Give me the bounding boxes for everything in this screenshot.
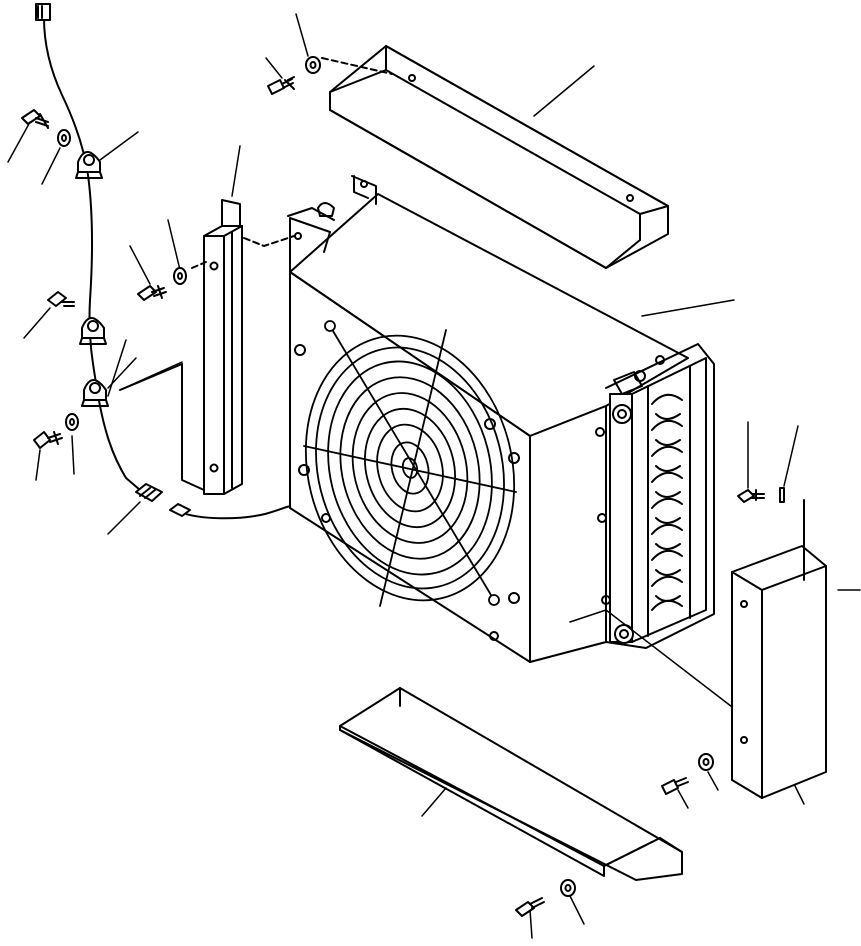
right-bracket <box>732 500 826 798</box>
connector-top <box>36 4 50 20</box>
left-bracket <box>120 200 242 494</box>
bolt-right-bracket <box>738 490 764 502</box>
bolt-left-bracket <box>138 286 166 300</box>
condenser-housing <box>288 176 688 662</box>
connector-fan <box>170 504 190 516</box>
bolt-bottom <box>516 898 544 916</box>
wire-clamp-1 <box>76 152 102 178</box>
condenser-coil <box>606 344 714 648</box>
leader-lines <box>8 14 860 938</box>
wire-clamp-3 <box>82 380 108 406</box>
washer-harness-3 <box>66 414 78 430</box>
wire-harness <box>44 18 295 518</box>
washer-top <box>306 57 392 74</box>
bolt-right-lower <box>662 778 688 794</box>
washer-bottom <box>561 880 575 896</box>
washer-right-lower <box>699 754 713 770</box>
connector-harness <box>136 484 162 501</box>
wire-clamp-2 <box>80 318 106 344</box>
washer-left-bracket <box>174 236 294 284</box>
bolt-harness-1 <box>22 110 48 128</box>
washer-harness-1 <box>58 130 70 146</box>
bottom-bracket <box>340 688 682 880</box>
washer-right-bracket <box>780 488 784 502</box>
coil-guide-line <box>570 610 736 710</box>
fan-guard <box>279 313 542 622</box>
bolt-harness-2 <box>48 292 74 306</box>
bolt-harness-3 <box>34 432 62 448</box>
bolt-top <box>268 77 294 94</box>
top-bracket <box>330 46 668 268</box>
